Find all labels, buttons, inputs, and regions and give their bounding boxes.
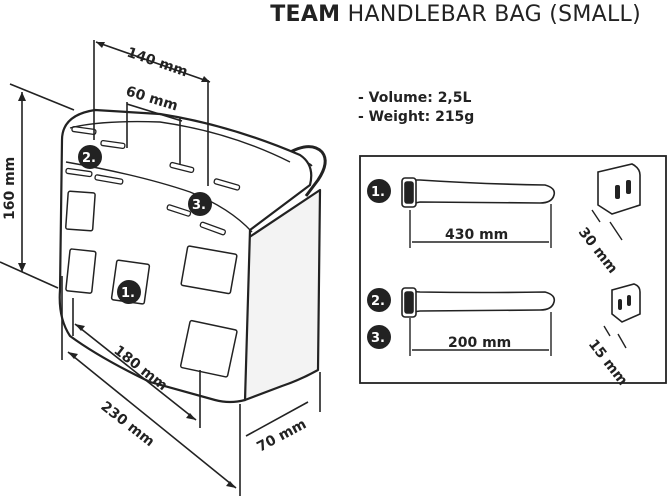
dim-height: 160 mm [2,157,18,220]
long-strap [401,177,556,208]
marker-3: 3. [188,192,212,216]
spec-volume: - Volume: 2,5L [358,90,472,106]
dim-top-outer: 140 mm [125,45,190,81]
spec-list: - Volume: 2,5L - Weight: 215g [358,89,474,127]
bag-illustration [58,108,327,404]
long-strap-width-lines [591,209,623,241]
dimension-arrowheads [18,42,236,488]
marker-2-straps: 2. [367,288,391,312]
spec-weight: - Weight: 215g [358,109,475,125]
dimension-lines [0,40,321,496]
dim-top-inner: 60 mm [124,84,180,115]
svg-text:1.: 1. [371,185,385,200]
long-strap-end [597,163,641,215]
dim-bottom-outer: 230 mm [98,399,158,451]
dim-depth: 70 mm [254,416,309,455]
title-brand: TEAM [270,2,341,27]
svg-text:2.: 2. [82,151,96,166]
long-strap-length: 430 mm [445,227,508,243]
svg-text:1.: 1. [121,286,135,301]
page-title: TEAM HANDLEBAR BAG (SMALL) [270,2,641,27]
short-strap-length: 200 mm [448,335,511,351]
marker-1-straps: 1. [367,179,391,203]
short-strap-width-lines [603,325,627,349]
marker-2: 2. [78,145,102,169]
svg-text:3.: 3. [371,331,385,346]
marker-3-straps: 3. [367,325,391,349]
title-product: HANDLEBAR BAG (SMALL) [347,2,641,27]
svg-text:3.: 3. [192,198,206,213]
long-strap-dimension [409,204,552,248]
short-strap-end [611,283,641,323]
short-strap-dimension [409,312,552,356]
short-strap [401,287,556,318]
svg-text:2.: 2. [371,294,385,309]
marker-1: 1. [117,280,141,304]
